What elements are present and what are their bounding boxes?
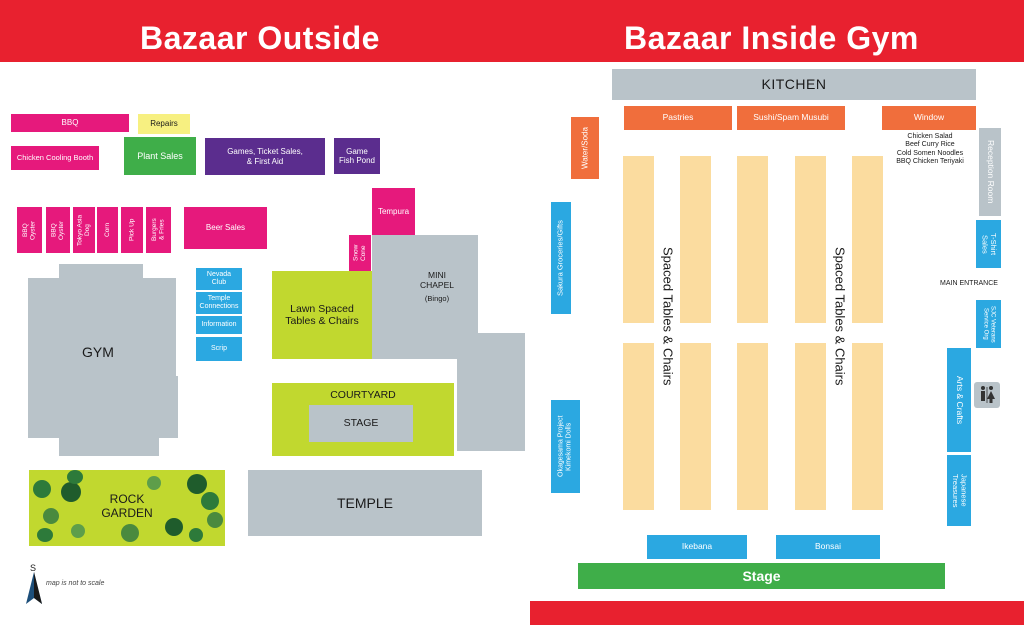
courtyard: COURTYARD STAGE [272,383,454,456]
main-entrance-label: MAIN ENTRANCE [940,280,998,287]
table-column [623,156,654,323]
repairs-booth: Repairs [138,114,190,134]
sakura-groceries-gifts: Sakura Groceries/Gifts [551,202,571,314]
bush-icon [37,528,53,542]
food-stall-burgers-fries: Burgers & Fries [146,207,171,253]
bush-icon [147,476,161,490]
bbq-booth: BBQ [11,114,129,132]
game-fish-pond: Game Fish Pond [334,138,380,174]
bush-icon [189,528,203,542]
nevada-club: Nevada Club [196,268,242,290]
sushi-spam-musubi-booth: Sushi/Spam Musubi [737,106,845,130]
bush-icon [187,474,207,494]
pastries-booth: Pastries [624,106,732,130]
table-column [795,343,826,510]
header-bar-inside: Bazaar Inside Gym [532,0,1024,62]
water-soda-booth: Water/Soda [571,117,599,179]
rock-garden: ROCK GARDEN [29,470,225,546]
spaced-tables-label-left: Spaced Tables & Chairs [660,246,676,386]
t-shirt-sales: T-Shirt Sales [976,220,1001,268]
not-to-scale-note: map is not to scale [46,580,105,587]
header-bar-outside: Bazaar Outside [0,0,532,62]
courtyard-stage: STAGE [309,405,413,442]
mini-chapel-label: MINI CHAPEL [419,270,454,290]
bingo-label: (Bingo) [424,293,450,303]
bush-icon [121,524,139,542]
title-bazaar-outside: Bazaar Outside [140,20,380,56]
food-stall-bbq-oyster-2: BBQ Oyster [46,207,70,253]
food-stall-pick-up: Pick Up [121,207,143,253]
tempura-booth: Tempura [372,188,415,235]
japanese-treasures: Japanese Treasures [947,455,971,526]
arts-crafts-booth: Arts & Crafts [947,348,971,452]
bush-icon [201,492,219,510]
plant-sales: Plant Sales [124,137,196,175]
bush-icon [33,480,51,498]
table-column [795,156,826,323]
table-column [680,156,711,323]
snow-cone-booth: Snow Cone [349,235,371,271]
table-column [852,156,883,323]
table-column [737,156,768,323]
games-ticket-first-aid: Games, Ticket Sales, & First Aid [205,138,325,175]
food-stall-tokyo-asia-dog: Tokyo Asia Dog [73,207,95,253]
beer-sales: Beer Sales [184,207,267,249]
temple-connections: Temple Connections [196,292,242,314]
lawn-spaced-tables: Lawn Spaced Tables & Chairs [272,271,372,359]
reception-room: Reception Room [979,128,1001,216]
inside-stage: Stage [578,563,945,589]
temple-building: TEMPLE [248,470,482,536]
table-column [852,343,883,510]
bonsai-booth: Bonsai [776,535,880,559]
rock-garden-label: ROCK GARDEN [101,492,153,520]
courtyard-label: COURTYARD [330,388,396,401]
gym-label: GYM [82,343,114,360]
bush-icon [43,508,59,524]
table-column [680,343,711,510]
scrip-booth: Scrip [196,337,242,361]
bush-icon [61,482,81,502]
window-booth: Window [882,106,976,130]
window-menu: Chicken Salad Beef Curry Rice Cold Somen… [896,133,964,166]
table-column [737,343,768,510]
bush-icon [207,512,223,528]
food-stall-bbq-oyster-1: BBQ Oyster [17,207,42,253]
spaced-tables-label-right: Spaced Tables & Chairs [832,246,848,386]
information-booth: Information [196,316,242,334]
chicken-cooling-booth: Chicken Cooling Booth [11,146,99,170]
food-stall-corn: Corn [97,207,118,253]
compass-arrow-icon [26,572,42,604]
footer-bar [530,601,1024,625]
bush-icon [165,518,183,536]
ikebana-booth: Ikebana [647,535,747,559]
title-bazaar-inside: Bazaar Inside Gym [624,20,919,56]
sjc-veterans-service-org: SJC Veterans Service Org [976,300,1001,348]
compass-label: S [30,563,37,573]
okagesama-kimekomi-dolls: Okagesama Project Kimekomi Dolls [551,400,580,493]
restroom-icon [974,382,1000,408]
table-column [623,343,654,510]
bush-icon [71,524,85,538]
kitchen: KITCHEN [612,69,976,100]
bush-icon [67,470,83,484]
